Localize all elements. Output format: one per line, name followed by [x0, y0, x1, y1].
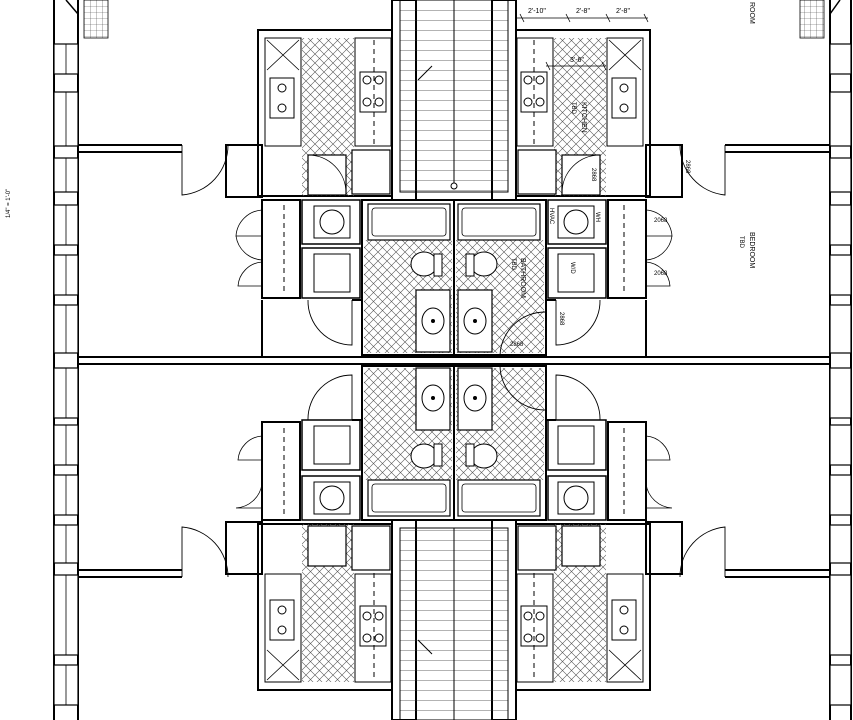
unit-divider-walls [78, 144, 830, 578]
door-tag-closet-b: 2068 [654, 271, 668, 277]
swing-doors [181, 144, 726, 578]
bathroom-code: TBD [510, 258, 516, 271]
dim-1: 2'-10" [528, 8, 546, 15]
corner-grid-top-right [799, 0, 825, 39]
dimension-lines [516, 13, 649, 71]
dim-4: 3'-6" [570, 57, 584, 64]
kitchen-top-left [257, 29, 393, 197]
scale-note: 1/4" = 1'-0" [6, 189, 12, 218]
bathroom-bottom-left [361, 365, 455, 521]
wh-label: WH [594, 212, 600, 222]
wd-label: W/D [569, 262, 575, 274]
door-tag-closet-a: 2068 [654, 218, 668, 224]
room-label-top: ROOM [748, 2, 755, 24]
exterior-wall-left [53, 0, 79, 720]
door-tag-bedroom: 2868 [684, 160, 690, 174]
mech-closet-bottom-left [301, 419, 361, 521]
kitchen-top-right: KITCHEN TBD 2868 [515, 29, 651, 197]
kitchen-code: TBD [570, 102, 576, 115]
bathroom-bottom-right [453, 365, 547, 521]
mech-closet-top-right [547, 199, 607, 299]
closet-bottom-left [225, 421, 301, 575]
corner-grid-top-left [83, 0, 109, 39]
mech-closet-bottom-right [547, 419, 607, 521]
closet-bottom-right [607, 421, 683, 575]
kitchen-label: KITCHEN [580, 102, 587, 133]
interior-walls [261, 299, 647, 421]
exterior-wall-right [829, 0, 852, 720]
bathroom-label: BATHROOM [519, 258, 526, 298]
hvac-label: HVAC [548, 208, 554, 225]
bathroom-top-right: BATHROOM TBD 2868 2868 [453, 199, 564, 356]
closet-top-right [607, 144, 683, 299]
kitchen-bottom-left [257, 523, 393, 691]
door-tag-bath-a: 2868 [510, 342, 524, 348]
stair-core-top [391, 0, 517, 201]
closet-top-left [225, 144, 301, 299]
dim-2: 2'-8" [576, 8, 590, 15]
bathroom-top-left [361, 199, 455, 356]
door-tag-kitchen: 2868 [590, 168, 596, 182]
stair-core-bottom [391, 519, 517, 720]
mech-closet-top-left [301, 199, 361, 299]
bedroom-code: TBD [738, 236, 744, 249]
dim-3: 2'-8" [616, 8, 630, 15]
bedroom-label: BEDROOM [748, 232, 755, 268]
door-tag-bath-b: 2868 [558, 312, 564, 326]
kitchen-bottom-right [515, 523, 651, 691]
